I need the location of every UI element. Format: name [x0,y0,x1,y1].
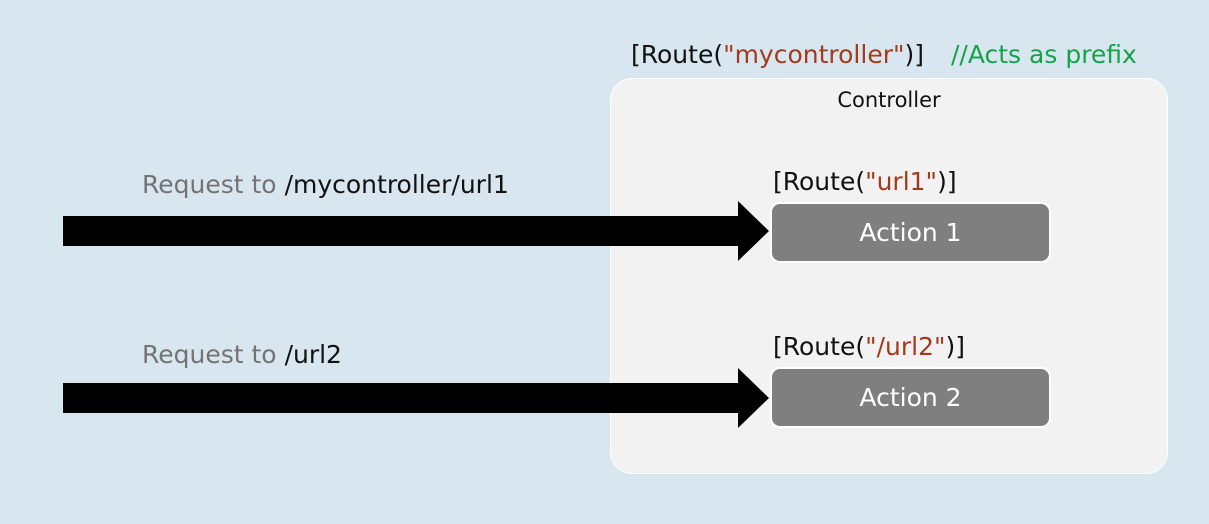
action-1-route-attribute: [Route("url1")] [773,169,957,194]
route-close: )] [945,332,965,361]
controller-title: Controller [837,88,941,112]
request-path: /url2 [284,340,342,369]
request-2-arrow [63,368,769,428]
route-close: )] [937,167,957,196]
route-open: [Route( [773,167,866,196]
action-1-box: Action 1 [770,202,1051,263]
request-1-arrow [63,201,769,261]
route-value: "url1" [865,167,938,196]
route-value: "/url2" [865,332,946,361]
request-2-label: Request to /url2 [142,342,342,367]
controller-route-attribute: [Route("mycontroller")] [631,42,924,67]
request-prefix: Request to [142,340,277,369]
prefix-comment: //Acts as prefix [951,40,1137,69]
action-2-route-attribute: [Route("/url2")] [773,334,965,359]
route-close: )] [904,40,925,69]
route-open: [Route( [773,332,866,361]
request-prefix: Request to [142,170,277,199]
route-open: [Route( [631,40,724,69]
request-path: /mycontroller/url1 [284,170,509,199]
request-1-label: Request to /mycontroller/url1 [142,172,509,197]
route-value: "mycontroller" [723,40,905,69]
action-2-box: Action 2 [770,367,1051,428]
